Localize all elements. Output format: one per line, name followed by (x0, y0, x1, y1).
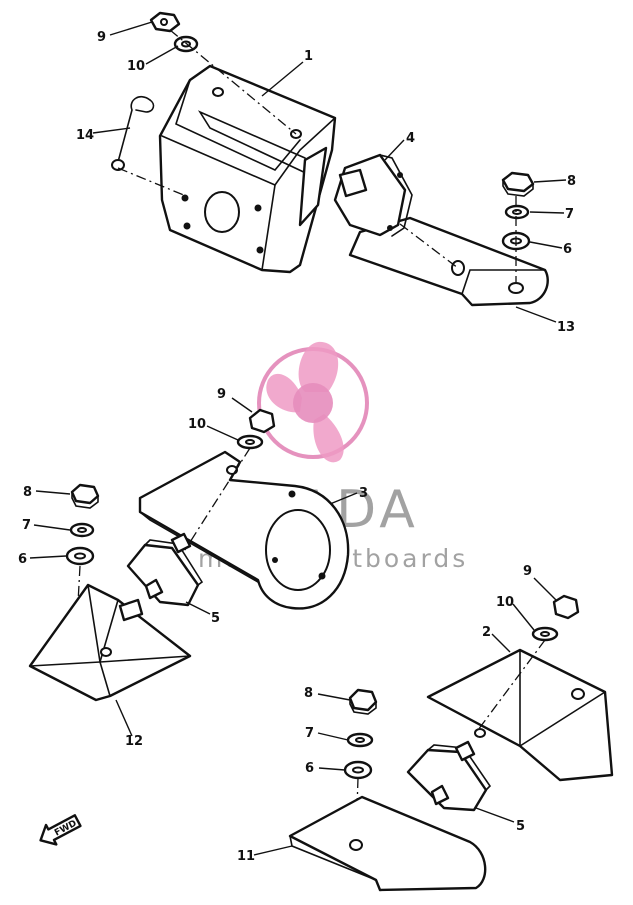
callout-10: 10 (127, 59, 145, 74)
washer-part-7-top (504, 204, 530, 220)
callout-6: 6 (305, 761, 314, 776)
plate-part-11 (288, 795, 487, 892)
callout-7: 7 (565, 207, 574, 222)
callout-6: 6 (563, 242, 572, 257)
callout-8: 8 (304, 686, 313, 701)
callout-13: 13 (557, 320, 575, 335)
washer-part-10-low (531, 626, 559, 642)
nut-part-8-low (348, 688, 378, 715)
leader-lines (29, 21, 567, 856)
callout-labels: 9 10 1 14 4 8 7 6 13 9 10 3 8 7 6 5 12 9… (18, 30, 576, 864)
callout-11: 11 (237, 849, 255, 864)
callout-4: 4 (406, 131, 415, 146)
washer-part-10-mid (236, 434, 264, 450)
callout-9: 9 (523, 564, 532, 579)
callout-9: 9 (217, 387, 226, 402)
callout-9: 9 (97, 30, 106, 45)
bracket-part-3 (138, 450, 350, 610)
bracket-part-2 (426, 648, 614, 782)
callout-3: 3 (359, 486, 368, 501)
washer-part-6-mid (65, 546, 95, 566)
callout-6: 6 (18, 552, 27, 567)
callout-5: 5 (516, 819, 525, 834)
callout-8: 8 (23, 485, 32, 500)
lower-bracket-assembly (288, 594, 614, 892)
callout-14: 14 (76, 128, 94, 143)
callout-10: 10 (188, 417, 206, 432)
callout-10: 10 (496, 595, 514, 610)
washer-part-6-low (343, 760, 373, 780)
mount-part-4 (333, 153, 413, 237)
washer-part-7-mid (69, 522, 95, 538)
washer-part-7-low (346, 732, 374, 748)
callout-12: 12 (125, 734, 143, 749)
propeller-logo-icon (257, 341, 369, 463)
forward-arrow-icon: FWD (39, 814, 82, 846)
bracket-part-1 (158, 64, 337, 274)
mount-part-5-low (406, 740, 492, 812)
middle-bracket-assembly (28, 408, 350, 702)
bracket-part-12 (28, 583, 192, 702)
callout-7: 7 (305, 726, 314, 741)
mount-part-5-mid (126, 532, 204, 607)
callout-7: 7 (22, 518, 31, 533)
callout-2: 2 (482, 625, 491, 640)
nut-part-8-mid (70, 483, 100, 509)
callout-1: 1 (304, 49, 313, 64)
wire-clip-part-14 (111, 95, 155, 171)
nut-part-9-low (552, 594, 580, 620)
nut-part-9-top (149, 11, 181, 33)
callout-8: 8 (567, 174, 576, 189)
top-bracket-assembly (111, 11, 549, 307)
nut-part-9-mid (248, 408, 276, 434)
nut-part-8-top (501, 171, 535, 197)
callout-5: 5 (211, 611, 220, 626)
